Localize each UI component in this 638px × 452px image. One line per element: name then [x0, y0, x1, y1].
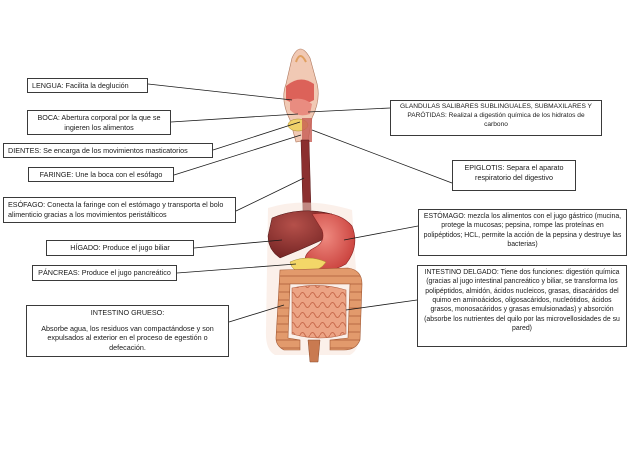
label-glandulas: GLANDULAS SALIBARES SUBLINGUALES, SUBMAX…: [390, 100, 602, 136]
label-intestino-delgado: INTESTINO DELGADO: Tiene dos funciones: …: [417, 265, 627, 347]
label-intestino-grueso: INTESTINO GRUESO: Absorbe agua, los resi…: [26, 305, 229, 357]
rectum-shape: [307, 339, 321, 363]
label-esofago: ESÓFAGO: Conecta la faringe con el estóm…: [3, 197, 236, 223]
label-lengua-text: LENGUA: Facilita la deglución: [32, 81, 129, 90]
label-estomago-text: ESTÓMAGO: mezcla los alimentos con el ju…: [423, 213, 622, 248]
large-intestine-shape: [275, 267, 363, 351]
label-esofago-text: ESÓFAGO: Conecta la faringe con el estóm…: [8, 200, 224, 219]
label-boca-text: BOCA: Abertura corporal por la que se in…: [37, 113, 161, 132]
label-epiglotis-text: EPIGLOTIS: Separa el aparato respiratori…: [464, 163, 564, 182]
head-region: [283, 48, 319, 143]
label-epiglotis: EPIGLOTIS: Separa el aparato respiratori…: [452, 160, 576, 191]
label-pancreas: PÁNCREAS: Produce el jugo pancreático: [32, 265, 177, 281]
small-intestine-shape: [291, 285, 347, 339]
label-intestino-grueso-text: Absorbe agua, los residuos van compactán…: [41, 323, 214, 353]
label-intestino-grueso-title: INTESTINO GRUESO:: [90, 308, 165, 317]
label-dientes-text: DIENTES: Se encarga de los movimientos m…: [8, 146, 188, 155]
label-dientes: DIENTES: Se encarga de los movimientos m…: [3, 143, 213, 158]
label-glandulas-text: GLANDULAS SALIBARES SUBLINGUALES, SUBMAX…: [400, 103, 592, 128]
label-intestino-delgado-text: INTESTINO DELGADO: Tiene dos funciones: …: [424, 269, 620, 332]
label-higado: HÍGADO: Produce el jugo biliar: [46, 240, 194, 256]
label-higado-text: HÍGADO: Produce el jugo biliar: [70, 243, 170, 252]
label-faringe: FARINGE: Une la boca con el esófago: [28, 167, 174, 182]
label-boca: BOCA: Abertura corporal por la que se in…: [27, 110, 171, 135]
label-lengua: LENGUA: Facilita la deglución: [27, 78, 148, 93]
leader-lines: [147, 83, 453, 323]
label-faringe-text: FARINGE: Une la boca con el esófago: [39, 170, 163, 179]
label-estomago: ESTÓMAGO: mezcla los alimentos con el ju…: [418, 209, 627, 256]
esophagus-shape: [300, 139, 312, 213]
label-pancreas-text: PÁNCREAS: Produce el jugo pancreático: [38, 268, 171, 277]
